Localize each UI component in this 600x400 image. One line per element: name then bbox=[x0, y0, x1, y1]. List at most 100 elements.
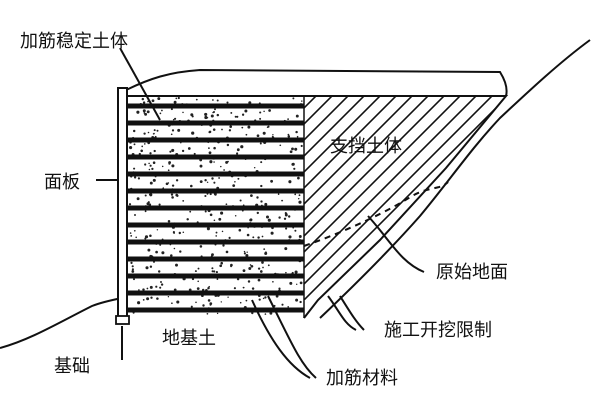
fill-dot bbox=[206, 312, 209, 315]
fill-dot bbox=[134, 214, 136, 216]
fill-dot bbox=[216, 278, 219, 280]
fill-dot bbox=[279, 144, 282, 147]
fill-dot bbox=[261, 235, 264, 238]
fill-dot bbox=[149, 164, 152, 167]
fill-dot bbox=[246, 251, 248, 253]
reinforcement-strip bbox=[127, 239, 304, 245]
fill-dot bbox=[171, 148, 175, 152]
fill-dot bbox=[147, 248, 151, 252]
fill-dot bbox=[146, 297, 150, 301]
fill-dot bbox=[256, 196, 259, 199]
fill-dot bbox=[293, 167, 296, 170]
fill-dot bbox=[182, 231, 185, 233]
fill-dot bbox=[144, 210, 147, 213]
reinforcement-strip bbox=[127, 307, 304, 313]
fill-dot bbox=[137, 177, 141, 180]
fill-dot bbox=[256, 134, 260, 138]
fill-dot bbox=[182, 199, 185, 202]
label-reinforced-body: 加筋稳定土体 bbox=[20, 31, 128, 52]
fill-dot bbox=[267, 218, 271, 222]
fill-dot bbox=[153, 149, 156, 153]
fill-dot bbox=[246, 233, 250, 237]
fill-dot bbox=[272, 280, 274, 283]
fill-dot bbox=[216, 99, 219, 102]
fill-dot bbox=[215, 231, 218, 234]
fill-dot bbox=[187, 147, 191, 150]
fill-dot bbox=[150, 296, 153, 299]
fill-dot bbox=[278, 287, 281, 290]
hatch-line bbox=[304, 96, 506, 300]
fill-dot bbox=[160, 281, 162, 283]
fill-dot bbox=[169, 150, 172, 153]
fill-dot bbox=[191, 115, 194, 118]
fill-dot bbox=[252, 236, 255, 239]
fill-dot bbox=[168, 162, 171, 165]
fill-dot bbox=[155, 250, 158, 254]
fill-dot bbox=[167, 220, 171, 223]
hatch-line bbox=[304, 96, 349, 300]
fill-dot bbox=[287, 306, 289, 308]
fill-dot bbox=[288, 180, 292, 184]
fill-dot bbox=[245, 299, 248, 302]
fill-dot bbox=[167, 182, 170, 184]
fill-dot bbox=[236, 148, 240, 152]
leader-construction-limit-2 bbox=[339, 295, 365, 331]
fill-dot bbox=[209, 193, 212, 196]
fill-dot bbox=[278, 216, 281, 219]
fill-dot bbox=[264, 252, 268, 255]
label-reinforcement: 加筋材料 bbox=[326, 368, 398, 389]
fill-dot bbox=[137, 301, 141, 305]
fill-dot bbox=[171, 196, 174, 199]
fill-dot bbox=[216, 312, 219, 315]
fill-dot bbox=[250, 264, 254, 268]
excavation-limit-line bbox=[303, 181, 449, 247]
fill-dot bbox=[170, 193, 174, 196]
fill-dot bbox=[237, 177, 240, 180]
hatch-line bbox=[347, 96, 506, 300]
fill-dot bbox=[220, 165, 222, 168]
fill-dot bbox=[289, 150, 293, 154]
hatch-line bbox=[331, 96, 506, 300]
fill-dot bbox=[263, 110, 265, 113]
fill-dot bbox=[151, 167, 154, 171]
fill-dot bbox=[161, 109, 163, 112]
fill-dot bbox=[191, 131, 195, 135]
fill-dot bbox=[141, 145, 144, 148]
hatch-line bbox=[363, 96, 506, 300]
fill-dot bbox=[195, 301, 197, 304]
fill-dot bbox=[220, 301, 222, 303]
fill-dot bbox=[149, 181, 153, 185]
hatch-line bbox=[60, 80, 300, 320]
hatch-line bbox=[475, 96, 506, 300]
reinforcement-strip bbox=[127, 137, 304, 143]
fill-dot bbox=[257, 278, 261, 282]
fill-dot bbox=[267, 264, 270, 267]
fill-dot bbox=[295, 130, 298, 134]
fill-dot bbox=[204, 179, 207, 182]
fill-dot bbox=[197, 267, 200, 270]
fill-dot bbox=[227, 160, 229, 163]
fill-dot bbox=[159, 286, 162, 289]
fill-dot bbox=[208, 147, 210, 150]
fill-dot bbox=[249, 264, 252, 266]
fill-dot bbox=[294, 229, 297, 232]
fill-dot bbox=[245, 133, 248, 136]
fill-dot bbox=[190, 184, 193, 188]
fill-dot bbox=[211, 267, 214, 270]
fill-dot bbox=[175, 97, 178, 100]
fill-dot bbox=[247, 125, 251, 129]
fill-dot bbox=[220, 211, 224, 215]
fill-dot bbox=[264, 313, 267, 315]
fill-dot bbox=[230, 111, 233, 114]
fill-dot bbox=[259, 111, 262, 114]
fill-dot bbox=[301, 100, 303, 102]
fill-dot bbox=[194, 270, 197, 273]
fill-dot bbox=[148, 203, 152, 206]
fill-dot bbox=[281, 303, 284, 306]
fill-dot bbox=[204, 210, 207, 213]
leader-reinforcement-1 bbox=[251, 299, 311, 379]
fill-dot bbox=[294, 270, 298, 274]
fill-dot bbox=[294, 193, 297, 196]
fill-dot bbox=[161, 251, 165, 255]
fill-dot bbox=[142, 288, 145, 291]
